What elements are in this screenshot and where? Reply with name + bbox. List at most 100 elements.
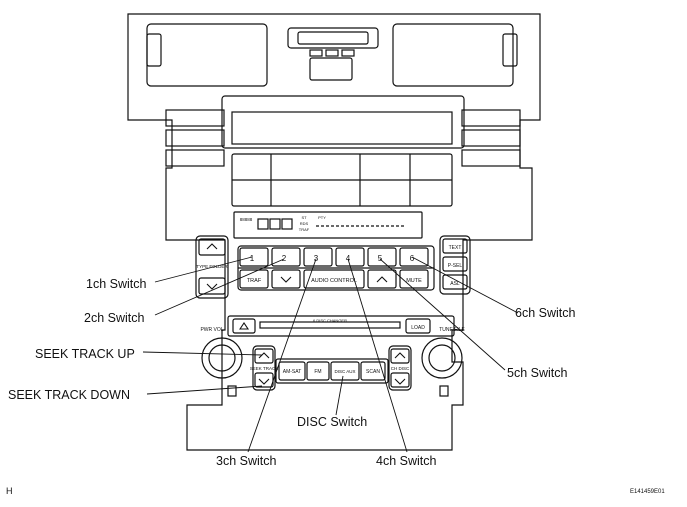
type-folder-cluster <box>195 235 229 299</box>
lcd-rds-text: RDS <box>300 221 309 226</box>
chevron-down-icon <box>394 378 406 385</box>
changer-label: 6 DISC CHANGER <box>313 318 347 323</box>
leader-5ch <box>379 258 506 371</box>
leader-4ch <box>347 258 408 453</box>
right-air-vent <box>392 23 514 87</box>
am-sat-label: AM-SAT <box>283 369 302 375</box>
centre-indicator-1 <box>309 49 323 57</box>
right-trim-lower <box>461 149 521 167</box>
preset-button-3[interactable] <box>303 247 333 267</box>
type-folder-label: TYPE FOLDER <box>196 264 228 269</box>
callout-seek-track-up: SEEK TRACK UP <box>35 347 135 361</box>
scan-label: SCAN <box>366 369 380 375</box>
preset-button-1[interactable] <box>239 247 269 267</box>
leader-seek-up <box>142 351 263 356</box>
text-button[interactable] <box>442 238 468 254</box>
ch-disc-down-button[interactable] <box>390 372 410 388</box>
figure-id-label: E141459E01 <box>630 489 665 495</box>
right-vent-knob <box>502 33 518 67</box>
small-indicator-right <box>439 385 449 397</box>
chevron-up-icon <box>394 352 406 359</box>
chevron-down-icon <box>258 378 270 385</box>
small-indicator-left <box>227 385 237 397</box>
mute-button[interactable] <box>399 269 429 289</box>
leader-6ch <box>411 256 519 314</box>
seek-track-up-button[interactable] <box>254 348 274 364</box>
load-label: LOAD <box>411 325 425 331</box>
eject-button[interactable] <box>232 318 256 334</box>
mute-label: MUTE <box>406 278 422 284</box>
preset-button-2[interactable] <box>271 247 301 267</box>
chevron-up-icon <box>206 243 218 250</box>
chevron-down-icon <box>280 276 292 283</box>
seek-track-rocker <box>252 345 276 391</box>
audio-down-button[interactable] <box>271 269 301 289</box>
tune-file-knob[interactable] <box>421 337 463 379</box>
preset-label-4: 4 <box>346 254 351 263</box>
am-sat-button[interactable] <box>278 361 306 381</box>
callout-5ch-switch: 5ch Switch <box>507 366 568 380</box>
ch-disc-up-button[interactable] <box>390 348 410 364</box>
fm-label: FM <box>314 369 321 375</box>
pwr-vol-knob[interactable] <box>201 337 243 379</box>
display-bezel <box>221 95 465 149</box>
audio-control-button[interactable] <box>303 269 365 289</box>
fm-button[interactable] <box>306 361 330 381</box>
leader-3ch <box>247 258 317 453</box>
disc-slot <box>259 321 401 329</box>
radio-lcd <box>233 211 423 239</box>
preset-button-6[interactable] <box>399 247 429 267</box>
tune-file-label: TUNE FILE <box>439 327 465 333</box>
left-trim-lower <box>165 149 225 167</box>
disc-aux-label: DISC AUX <box>334 369 355 374</box>
chevron-up-icon <box>376 276 388 283</box>
preset-button-5[interactable] <box>367 247 397 267</box>
eject-icon <box>238 322 250 330</box>
type-folder-down-button[interactable] <box>198 277 226 295</box>
preset-label-3: 3 <box>314 254 319 263</box>
left-trim-upper <box>165 109 225 127</box>
centre-indicator-3 <box>341 49 355 57</box>
preset-label-2: 2 <box>282 254 287 263</box>
disc-aux-button[interactable] <box>330 361 360 381</box>
seek-track-label: SEEK TRACK <box>250 366 278 371</box>
text-label: TEXT <box>449 245 462 251</box>
chevron-up-icon <box>258 352 270 359</box>
scan-button[interactable] <box>360 361 386 381</box>
mode-button-row <box>275 358 389 384</box>
callout-4ch-switch: 4ch Switch <box>376 454 437 468</box>
asl-button[interactable] <box>442 274 468 290</box>
left-trim-middle <box>165 129 225 147</box>
left-air-vent <box>146 23 268 87</box>
preset-label-1: 1 <box>250 254 255 263</box>
chevron-down-icon <box>206 283 218 290</box>
leader-disc <box>335 375 344 416</box>
load-button[interactable] <box>405 318 431 334</box>
callout-6ch-switch: 6ch Switch <box>515 306 576 320</box>
pwr-vol-label: PWR VOL <box>200 327 223 333</box>
lcd-pty-text: PTY <box>318 215 326 220</box>
text-psel-asl-cluster <box>439 235 471 295</box>
audio-control-label: AUDIO CONTROL <box>311 278 357 284</box>
preset-label-6: 6 <box>410 254 415 263</box>
disc-slot-panel <box>227 315 455 337</box>
right-trim-upper <box>461 109 521 127</box>
p-sel-button[interactable] <box>442 256 468 272</box>
traf-button[interactable] <box>239 269 269 289</box>
type-folder-up-button[interactable] <box>198 238 226 256</box>
seek-track-down-button[interactable] <box>254 372 274 388</box>
audio-up-button[interactable] <box>367 269 397 289</box>
lcd-st-text: ST <box>301 215 307 220</box>
callout-1ch-switch: 1ch Switch <box>86 277 147 291</box>
callout-3ch-switch: 3ch Switch <box>216 454 277 468</box>
centre-clock-housing <box>287 27 379 49</box>
right-trim-middle <box>461 129 521 147</box>
callout-disc-switch: DISC Switch <box>297 415 368 429</box>
leader-2ch <box>154 258 285 316</box>
hazard-switch <box>309 57 353 81</box>
lcd-disc-block-3 <box>281 218 293 230</box>
traf-label: TRAF <box>247 278 262 284</box>
ch-disc-rocker <box>388 345 412 391</box>
centre-clock-display <box>297 31 369 45</box>
lcd-left-text: 88888 <box>240 217 253 222</box>
